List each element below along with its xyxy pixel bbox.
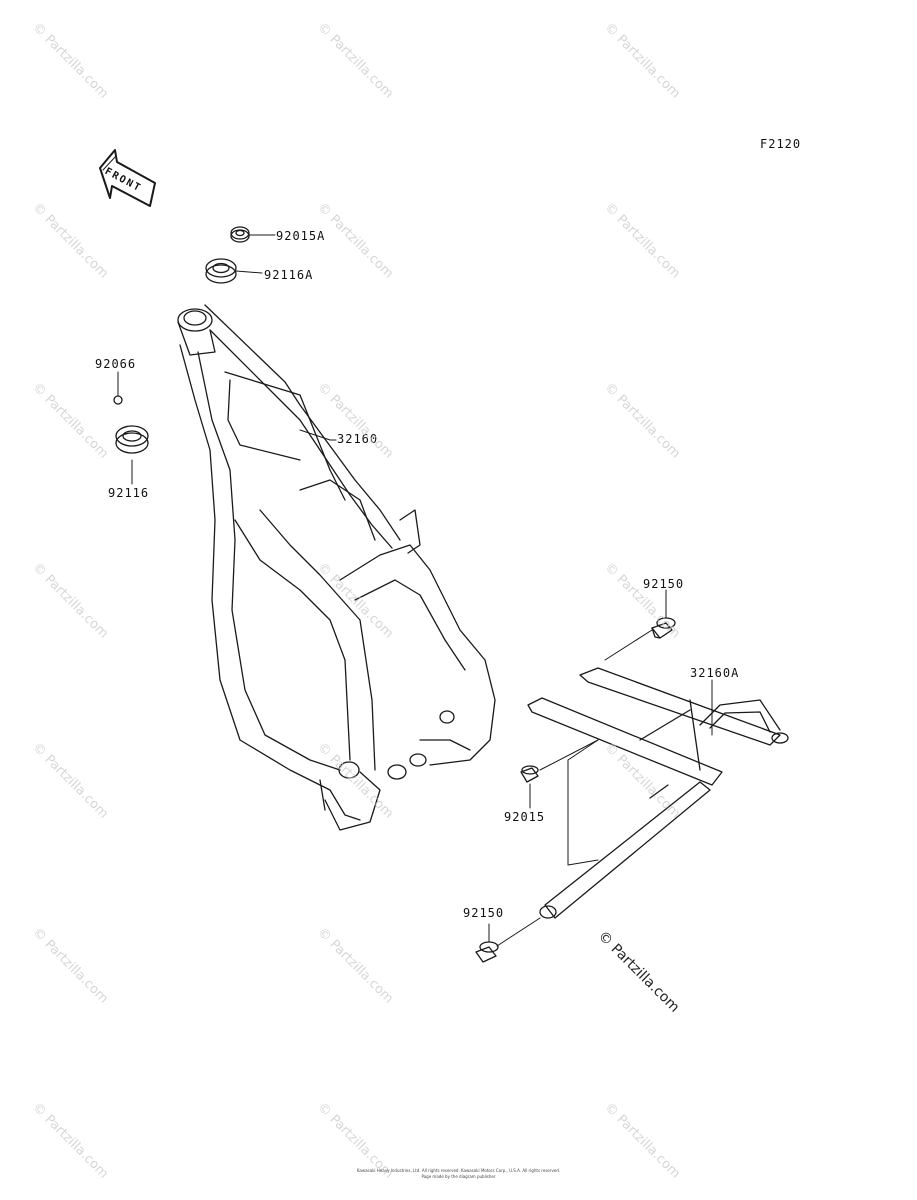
- callout-92116A[interactable]: 92116A: [264, 268, 314, 282]
- bolt-92150-bottom-icon: [475, 941, 499, 963]
- front-arrow-icon: [99, 149, 156, 207]
- callout-92066[interactable]: 92066: [95, 357, 137, 371]
- callout-92150-bottom[interactable]: 92150: [463, 906, 505, 920]
- callout-92150-top[interactable]: 92150: [643, 577, 685, 591]
- seal-92116-icon: [115, 425, 149, 454]
- callout-32160A[interactable]: 32160A: [690, 666, 740, 680]
- callout-32160[interactable]: 32160: [337, 432, 379, 446]
- callout-92015[interactable]: 92015: [504, 810, 546, 824]
- diagram-id: F2120: [760, 137, 802, 151]
- frame-32160-icon: [177, 304, 496, 831]
- nut-92015A-icon: [230, 226, 250, 243]
- callout-92015A[interactable]: 92015A: [276, 229, 326, 243]
- plug-92066-icon: [113, 395, 123, 405]
- subframe-32160A-icon: [527, 667, 789, 919]
- copyright-line-1: Kawasaki Heavy Industries, Ltd. All righ…: [356, 1168, 561, 1173]
- seal-92116A-icon: [205, 258, 237, 284]
- leader-lines: [117, 234, 713, 947]
- copyright-line-2: Page made by the diagram publisher: [421, 1174, 496, 1179]
- callout-92116[interactable]: 92116: [108, 486, 150, 500]
- bolt-92015-icon: [520, 765, 539, 783]
